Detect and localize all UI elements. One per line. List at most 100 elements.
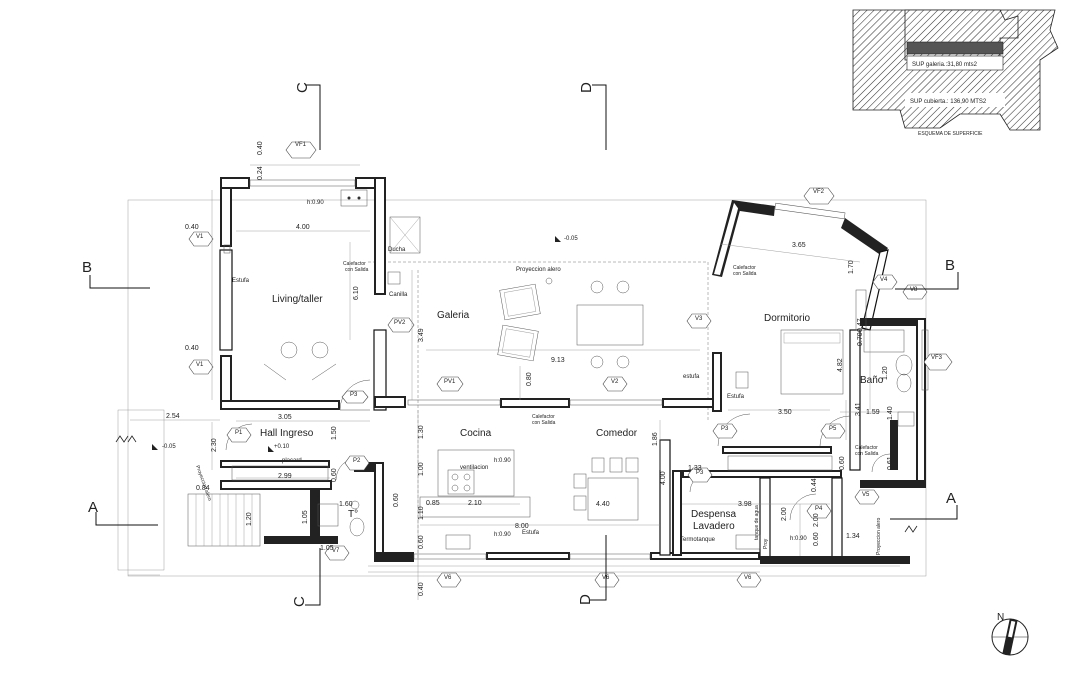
- dim-105-wc: 1.05: [302, 510, 309, 524]
- tag-vf3: VF3: [923, 353, 953, 371]
- room-galeria: Galeria: [437, 310, 470, 321]
- dim-305: 3.05: [278, 414, 292, 421]
- svg-text:V2: V2: [611, 379, 619, 385]
- label-con-salida-galeria: con Salida: [532, 420, 556, 426]
- svg-text:PV1: PV1: [444, 379, 456, 385]
- room-hall: Hall Ingreso: [260, 428, 314, 439]
- svg-text:VF2: VF2: [813, 189, 825, 195]
- room-cocina: Cocina: [460, 428, 492, 439]
- section-markers: C C D D B B A A: [82, 82, 959, 607]
- room-comedor: Comedor: [596, 428, 638, 439]
- dim-024: 0.24: [257, 166, 264, 180]
- dim-913: 9.13: [551, 357, 565, 364]
- dim-200-a: 2.00: [781, 507, 788, 521]
- svg-text:P3: P3: [350, 392, 358, 398]
- dim-040-bottom: 0.40: [418, 582, 425, 596]
- tag-p2: P2: [344, 455, 370, 471]
- svg-text:P3: P3: [696, 470, 704, 476]
- opening-tags: VF1 V1 V1 PV2 P3 PV1 V2 V3 VF2 V4 V8 VF3…: [188, 141, 953, 588]
- tag-p3-dorm: P3: [712, 423, 738, 439]
- label-proyeccion-alero: Proyeccion alero: [516, 267, 561, 273]
- label-tanque-agua: tanque de agua: [754, 505, 760, 540]
- dim-440: 4.40: [596, 501, 610, 508]
- dim-254: 2.54: [166, 413, 180, 420]
- level-marks: [152, 236, 561, 452]
- room-bano: Baño: [860, 375, 884, 386]
- label-con-salida-dorm: con Salida: [733, 271, 757, 277]
- room-despensa: Despensa: [691, 509, 736, 520]
- svg-text:V1: V1: [196, 234, 204, 240]
- dim-210: 2.10: [468, 500, 482, 507]
- dim-230: 2.30: [211, 438, 218, 452]
- dim-365: 3.65: [792, 242, 806, 249]
- label-estufa-galeria: estufa: [683, 374, 700, 380]
- label-ducha: Ducha: [388, 247, 406, 253]
- section-b-left: B: [82, 259, 92, 276]
- tag-pv2: PV2: [387, 317, 415, 333]
- svg-text:PV2: PV2: [394, 320, 406, 326]
- label-con-salida-living: con Salida: [345, 267, 369, 273]
- svg-text:P4: P4: [815, 506, 823, 512]
- dim-133: 1.33: [688, 465, 702, 472]
- tag-v1-top: V1: [188, 231, 214, 247]
- label-canilla: Canilla: [389, 292, 408, 298]
- section-c-bottom: C: [291, 596, 308, 607]
- dim-482: 4.82: [837, 358, 844, 372]
- label-h090-sink: h:0.90: [494, 532, 511, 538]
- esquema-title: ESQUEMA DE SUPERFICIE: [918, 131, 983, 137]
- svg-text:V7: V7: [332, 548, 340, 554]
- dim-100: 1.00: [418, 462, 425, 476]
- esquema-superficie: SUP galeria.:31,80 mts2 SUP cubierta.: 1…: [852, 9, 1059, 137]
- dim-060-hall: 0.60: [331, 468, 338, 482]
- label-calefactor-living: Calefactor: [343, 261, 366, 267]
- dim-044: 0.44: [811, 478, 818, 492]
- label-calefactor-galeria: Calefactor: [532, 414, 555, 420]
- room-lavadero: Lavadero: [693, 521, 735, 532]
- tag-v6-mid: V6: [594, 572, 620, 588]
- tag-vf2: VF2: [803, 187, 835, 205]
- section-d-bottom: D: [577, 594, 594, 605]
- tag-p3-despensa: P3: [687, 467, 713, 483]
- tag-v7: V7: [324, 545, 350, 561]
- label-level-hall: +0.10: [274, 444, 290, 450]
- label-estufa-dorm: Estufa: [727, 394, 745, 400]
- label-h090-living: h:0.90: [307, 200, 324, 206]
- dim-800: 8.00: [515, 523, 529, 530]
- tag-v8: V8: [902, 284, 928, 300]
- walls: [219, 177, 926, 564]
- dim-170: 1.70: [848, 260, 855, 274]
- north-label: N: [997, 612, 1004, 623]
- label-estufa-living: Estufa: [232, 278, 250, 284]
- label-calefactor-dorm: Calefactor: [733, 265, 756, 271]
- dim-150: 1.50: [331, 426, 338, 440]
- svg-text:VF1: VF1: [295, 142, 307, 148]
- room-dormitorio: Dormitorio: [764, 313, 811, 324]
- label-h090-cocina: h:0.90: [494, 458, 511, 464]
- grade-marks: [115, 435, 918, 533]
- dim-610: 6.10: [353, 286, 360, 300]
- dim-140: 1.40: [887, 406, 894, 420]
- tag-v6-right: V6: [736, 572, 762, 588]
- dim-400-comedor: 4.00: [660, 471, 667, 485]
- label-level-galeria: -0.05: [564, 236, 578, 242]
- roof-outline: [117, 199, 927, 577]
- tag-pv1: PV1: [436, 376, 464, 392]
- label-ventilacion: ventilacion: [460, 465, 488, 471]
- svg-text:V1: V1: [196, 362, 204, 368]
- dim-120-stair: 1.20: [246, 512, 253, 526]
- label-placard: placard: [282, 458, 302, 464]
- dim-040-left-low: 0.40: [185, 345, 199, 352]
- label-proyeccion-alero-right: Proyeccion alero: [876, 518, 882, 555]
- dim-060-cocina: 0.60: [393, 493, 400, 507]
- svg-text:P5: P5: [829, 426, 837, 432]
- svg-text:P2: P2: [353, 458, 361, 464]
- dim-060-sink: 0.60: [418, 535, 425, 549]
- section-b-right: B: [945, 257, 955, 274]
- label-t-degree: T°: [348, 509, 358, 520]
- dim-159: 1.59: [866, 409, 880, 416]
- dim-047: 0.47: [857, 318, 864, 332]
- label-proyeccion-alero-left: Proyeccion alero: [194, 465, 212, 502]
- room-living: Living/taller: [272, 294, 323, 305]
- dimension-lines: [130, 164, 900, 600]
